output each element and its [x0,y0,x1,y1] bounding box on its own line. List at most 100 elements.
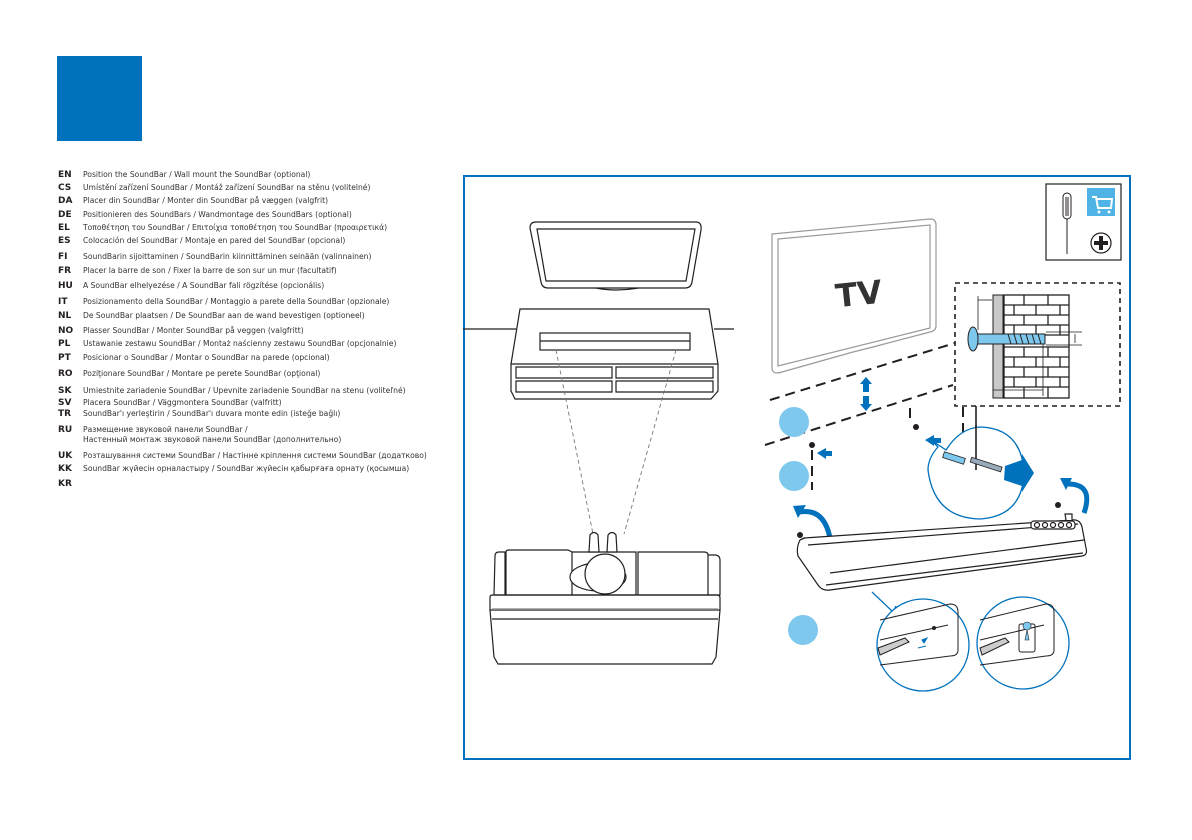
lang-code: FI [58,252,68,262]
lang-code: RU [58,425,73,435]
lang-code: IT [58,297,68,307]
cart-icon [1087,188,1115,216]
step-marker-2 [779,461,809,491]
arrow-up-icon [860,377,872,392]
lang-code: SV [58,398,72,408]
lang-code: ES [58,236,71,246]
illustration-panel [463,175,1131,760]
lang-row-cs: CS Umístění zařízení SoundBar / Montáž z… [58,183,370,193]
tools-box [1045,183,1122,261]
lang-text: Umiestnite zariadenie SoundBar / Upevnit… [83,386,406,395]
lang-code: KR [58,479,72,489]
rotate-arrow-right-icon [1067,481,1090,514]
lang-code: DE [58,210,72,220]
lang-text: Posicionar o SoundBar / Montar o SoundBa… [83,353,330,362]
tv-label: TV [834,273,885,316]
person-top-view [569,531,627,595]
rotate-arrow-left-icon [799,509,833,539]
lang-text-line2: Настенный монтаж звуковой панели SoundBa… [83,435,342,444]
lang-code: CS [58,183,72,193]
lang-text: SoundBar жүйесін орналастыру / SoundBar … [83,464,410,473]
lang-text: De SoundBar plaatsen / De SoundBar aan d… [83,311,365,320]
anchor-screw [967,326,1046,352]
brick-wall [1003,294,1070,399]
lang-text: Размещение звуковой панели SoundBar / На… [83,425,341,445]
lang-code: NO [58,326,74,336]
lang-text: SoundBarin sijoittaminen / SoundBarin ki… [83,252,372,261]
lang-row-sv: SV Placera SoundBar / Väggmontera SoundB… [58,398,282,408]
height-arrows [817,377,941,459]
lang-code: HU [58,281,73,291]
lang-row-pl: PL Ustawanie zestawu SoundBar / Montaż n… [58,339,396,349]
lang-code: EN [58,170,72,180]
lang-code: PT [58,353,71,363]
lang-text: Τοποθέτηση του SoundBar / Επιτοίχια τοπο… [83,223,388,232]
lang-text-line1: Размещение звуковой панели SoundBar / [83,425,248,434]
listening-lines [555,349,677,535]
step-badge [57,56,142,141]
tv-perspective [771,218,937,374]
lang-row-ro: RO Poziţionare SoundBar / Montare pe per… [58,369,320,379]
lang-text: A SoundBar elhelyezése / A SoundBar fali… [83,281,325,290]
phillips-head-icon [1090,232,1112,254]
arrow-down-icon [860,396,872,411]
lang-text: Розташування системи SoundBar / Настінне… [83,451,427,460]
lang-row-de: DE Positionieren des SoundBars / Wandmon… [58,210,352,220]
arrow-head-icon [793,505,806,518]
lang-text: Positionieren des SoundBars / Wandmontag… [83,210,352,219]
lang-code: SK [58,386,72,396]
lang-text: Placer din SoundBar / Monter din SoundBa… [83,196,329,205]
lang-row-el: EL Τοποθέτηση του SoundBar / Επιτοίχια τ… [58,223,387,233]
lang-code: PL [58,339,71,349]
lang-text: Poziţionare SoundBar / Montare pe perete… [83,369,321,378]
lang-row-no: NO Plasser SoundBar / Monter SoundBar på… [58,326,304,336]
lang-code: UK [58,451,73,461]
keyhole-detail-left [871,591,970,692]
lang-row-sk: SK Umiestnite zariadenie SoundBar / Upev… [58,386,406,396]
lang-text: Placer la barre de son / Fixer la barre … [83,266,337,275]
lang-row-tr: TR SoundBar'ı yerleştirin / SoundBar'ı d… [58,409,340,419]
rotate-arrows [799,481,1090,539]
lang-text: SoundBar'ı yerleştirin / SoundBar'ı duva… [83,409,341,418]
lang-code: NL [58,311,72,321]
lang-text: Posizionamento della SoundBar / Montaggi… [83,297,390,306]
lang-row-da: DA Placer din SoundBar / Monter din Soun… [58,196,328,206]
step-markers [779,407,818,645]
bracket-screws [797,502,1061,538]
lang-code: FR [58,266,72,276]
tv-top-view [529,221,702,291]
lang-row-nl: NL De SoundBar plaatsen / De SoundBar aa… [58,311,365,321]
step-marker-1 [779,407,809,437]
tv-cabinet [463,308,734,400]
wall-screws [809,424,919,448]
lang-row-it: IT Posizionamento della SoundBar / Monta… [58,297,389,307]
lang-row-kk: KK SoundBar жүйесін орналастыру / SoundB… [58,464,409,474]
lang-row-fr: FR Placer la barre de son / Fixer la bar… [58,266,337,276]
lang-text: Colocación del SoundBar / Montaje en par… [83,236,346,245]
lang-code: TR [58,409,72,419]
keyhole-detail-right [976,596,1070,690]
lang-text: Placera SoundBar / Väggmontera SoundBar … [83,398,282,407]
wall-mount-scene: TV [764,183,1122,692]
lang-row-kr: KR [58,479,83,489]
lang-code: KK [58,464,72,474]
hang-detail-circle [927,425,1034,520]
lang-row-en: EN Position the SoundBar / Wall mount th… [58,170,310,180]
arrow-left-icon [817,448,832,459]
lang-row-es: ES Colocación del SoundBar / Montaje en … [58,236,345,246]
lang-row-ru: RU Размещение звуковой панели SoundBar /… [58,425,341,445]
arrow-head-icon [1060,478,1072,490]
lang-code: EL [58,223,70,233]
placement-scene [463,221,734,665]
push-arrow-icon [1004,454,1034,492]
lang-code: RO [58,369,73,379]
lang-row-pt: PT Posicionar o SoundBar / Montar o Soun… [58,353,330,363]
dimension-marks [977,296,1082,396]
soundbar-top-view [539,332,691,351]
lang-row-hu: HU A SoundBar elhelyezése / A SoundBar f… [58,281,324,291]
lang-text: Umístění zařízení SoundBar / Montáž zaří… [83,183,371,192]
lang-row-fi: FI SoundBarin sijoittaminen / SoundBarin… [58,252,371,262]
lang-text: Plasser SoundBar / Monter SoundBar på ve… [83,326,304,335]
lang-row-uk: UK Розташування системи SoundBar / Насті… [58,451,427,461]
